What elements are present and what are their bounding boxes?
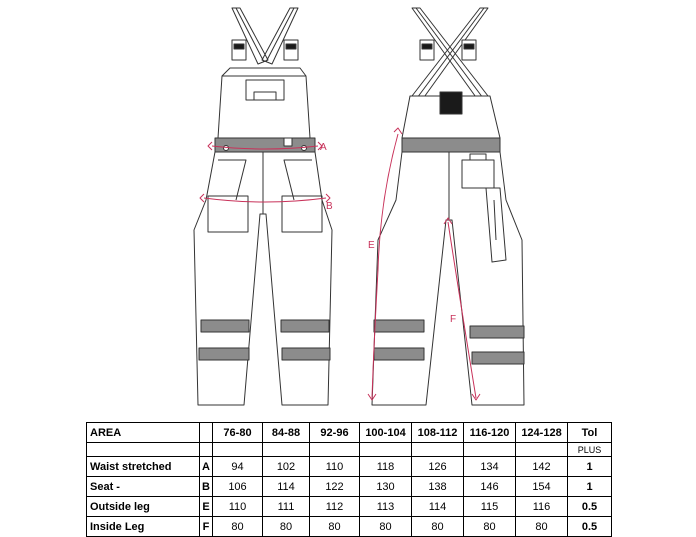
- row-value: 80: [515, 516, 568, 537]
- back-trousers: [371, 151, 525, 406]
- row-value: 110: [309, 456, 360, 477]
- subheader-blank: [309, 442, 360, 457]
- front-bib: [217, 67, 311, 139]
- label-e: E: [368, 240, 375, 251]
- header-code: [199, 422, 213, 443]
- row-value: 106: [212, 476, 263, 497]
- row-area: Waist stretched: [86, 456, 200, 477]
- header-size: 100-104: [359, 422, 412, 443]
- row-code: E: [199, 496, 213, 517]
- row-value: 138: [411, 476, 464, 497]
- row-value: 80: [411, 516, 464, 537]
- label-a: A: [320, 142, 327, 153]
- front-right-strap: [261, 7, 299, 65]
- subheader-blank: [515, 442, 568, 457]
- back-left-band-lower: [373, 347, 425, 361]
- row-value: 154: [515, 476, 568, 497]
- row-tol: 0.5: [567, 496, 612, 517]
- back-view: [371, 7, 525, 406]
- back-left-buckle: [419, 39, 435, 61]
- row-value: 102: [262, 456, 310, 477]
- row-value: 116: [515, 496, 568, 517]
- back-elastic-panel: [439, 91, 463, 115]
- back-left-band-upper: [373, 319, 425, 333]
- subheader-blank: [463, 442, 516, 457]
- row-value: 114: [262, 476, 310, 497]
- subheader-blank: [212, 442, 263, 457]
- subheader-blank: [262, 442, 310, 457]
- row-value: 112: [309, 496, 360, 517]
- table-row: Inside Leg F 80 80 80 80 80 80 80 0.5: [86, 516, 612, 537]
- size-chart-table: AREA 76-80 84-88 92-96 100-104 108-112 1…: [86, 422, 612, 537]
- header-size: 76-80: [212, 422, 263, 443]
- row-code: B: [199, 476, 213, 497]
- row-tol: 0.5: [567, 516, 612, 537]
- row-value: 130: [359, 476, 412, 497]
- subheader-blank: [359, 442, 412, 457]
- front-right-buckle: [283, 39, 299, 61]
- label-b: B: [326, 201, 333, 212]
- row-value: 80: [309, 516, 360, 537]
- measure-f-line: [447, 221, 477, 399]
- measure-e-line: [371, 133, 399, 399]
- table-row: Waist stretched A 94 102 110 118 126 134…: [86, 456, 612, 477]
- table-row: Seat - B 106 114 122 130 138 146 154 1: [86, 476, 612, 497]
- row-area: Outside leg: [86, 496, 200, 517]
- table-subheader-row: PLUS: [86, 442, 612, 457]
- front-left-buckle: [231, 39, 247, 61]
- header-tol-plus: PLUS: [567, 442, 612, 457]
- back-measurements: [367, 127, 481, 401]
- row-value: 113: [359, 496, 412, 517]
- row-area: Inside Leg: [86, 516, 200, 537]
- back-waistband: [401, 137, 501, 153]
- row-value: 115: [463, 496, 516, 517]
- header-area: AREA: [86, 422, 200, 443]
- garment-drawing: A B E F: [193, 7, 525, 406]
- row-value: 110: [212, 496, 263, 517]
- row-value: 80: [463, 516, 516, 537]
- front-left-band-lower: [198, 347, 250, 361]
- measure-a-line: [211, 145, 319, 150]
- header-size: 124-128: [515, 422, 568, 443]
- front-view: [193, 7, 333, 406]
- row-value: 134: [463, 456, 516, 477]
- row-value: 80: [359, 516, 412, 537]
- subheader-blank: [86, 442, 200, 457]
- back-right-band-lower: [471, 351, 525, 365]
- front-right-band-upper: [280, 319, 330, 333]
- header-size: 84-88: [262, 422, 310, 443]
- header-size: 92-96: [309, 422, 360, 443]
- row-value: 126: [411, 456, 464, 477]
- row-tol: 1: [567, 456, 612, 477]
- row-value: 122: [309, 476, 360, 497]
- row-value: 80: [212, 516, 263, 537]
- row-value: 111: [262, 496, 310, 517]
- table-row: Outside leg E 110 111 112 113 114 115 11…: [86, 496, 612, 517]
- header-size: 108-112: [411, 422, 464, 443]
- table-header-row: AREA 76-80 84-88 92-96 100-104 108-112 1…: [86, 422, 612, 443]
- row-area: Seat -: [86, 476, 200, 497]
- row-value: 142: [515, 456, 568, 477]
- measure-b-line: [203, 197, 327, 203]
- header-tol: Tol: [567, 422, 612, 443]
- label-f: F: [450, 314, 456, 325]
- front-left-band-upper: [200, 319, 250, 333]
- front-waistband: [214, 137, 316, 153]
- front-measurements: [199, 141, 331, 203]
- subheader-blank: [411, 442, 464, 457]
- subheader-blank: [199, 442, 213, 457]
- row-code: F: [199, 516, 213, 537]
- back-right-band-upper: [469, 325, 525, 339]
- front-right-band-lower: [281, 347, 331, 361]
- row-tol: 1: [567, 476, 612, 497]
- back-right-buckle: [461, 39, 477, 61]
- row-value: 94: [212, 456, 263, 477]
- front-left-strap: [231, 7, 269, 65]
- row-value: 118: [359, 456, 412, 477]
- row-value: 80: [262, 516, 310, 537]
- row-value: 114: [411, 496, 464, 517]
- row-code: A: [199, 456, 213, 477]
- row-value: 146: [463, 476, 516, 497]
- header-size: 116-120: [463, 422, 516, 443]
